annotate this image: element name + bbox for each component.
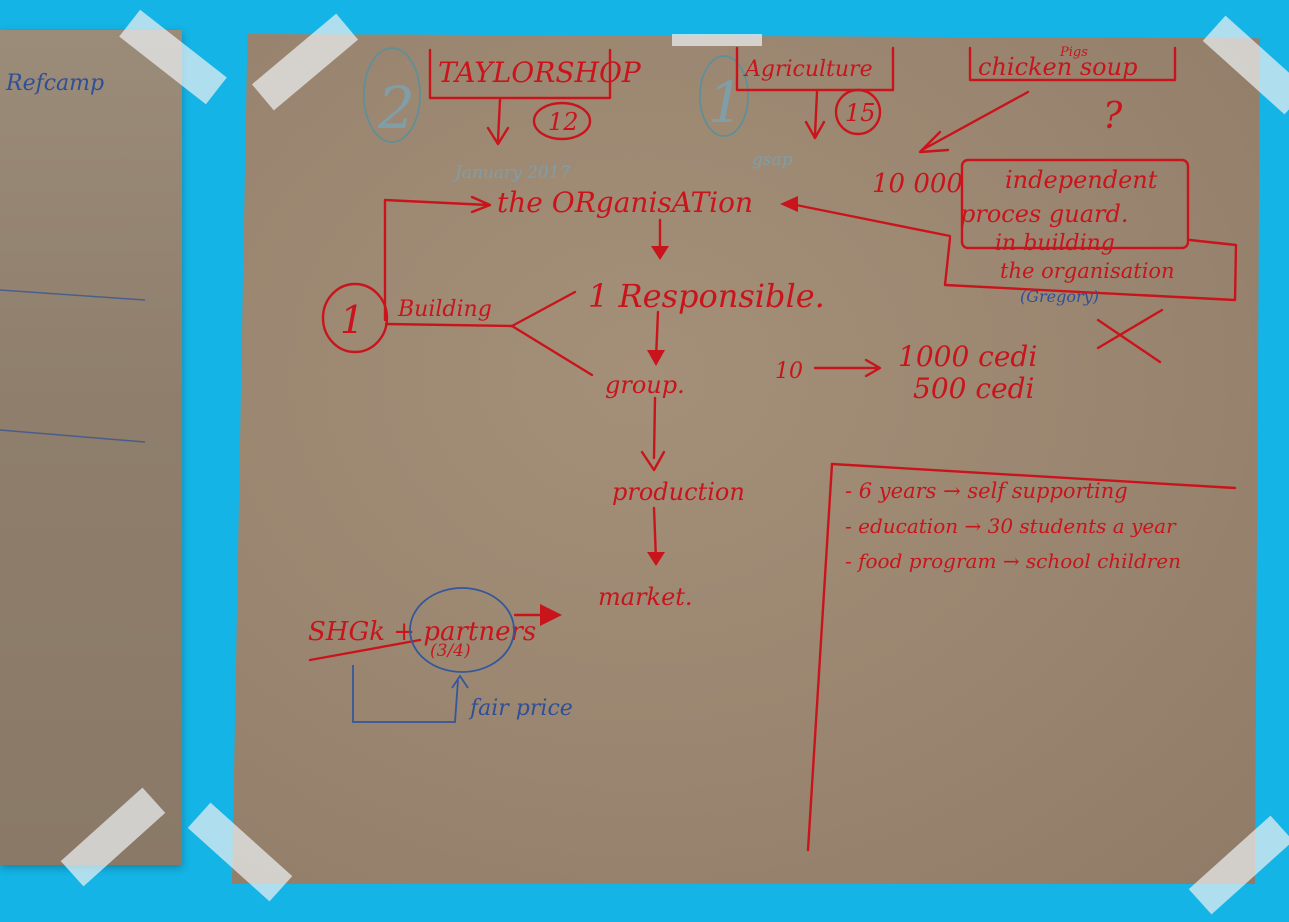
- tailorshop-count: 12: [548, 108, 579, 136]
- note-to-organisation-line: [794, 203, 952, 238]
- production-to-market-arrow: [652, 506, 658, 562]
- note-box-outer: [943, 236, 1238, 302]
- bullet-1: - 6 years → self supporting: [845, 479, 1128, 503]
- cedi-line-1: 1000 cedi: [898, 340, 1037, 373]
- tailorshop-arrow-head: [486, 126, 510, 146]
- bullet-box-top: [830, 462, 1237, 490]
- cross-out-mark-b: [1096, 308, 1164, 350]
- fair-price-arrow-head: [451, 674, 469, 689]
- fair-price-label: fair price: [468, 696, 573, 721]
- production-to-market-arrow-head: [647, 552, 665, 566]
- bullet-3: - food program → school children: [845, 549, 1181, 573]
- building-loop-arrow-head: [470, 195, 492, 214]
- tailorshop-note: January 2017: [452, 163, 571, 183]
- organisation-label: the ORganisATion: [497, 186, 753, 219]
- main-paper-sheet: [232, 34, 1260, 884]
- organisation-arrow-head: [780, 196, 798, 212]
- bullet-2: - education → 30 students a year: [845, 514, 1177, 538]
- left-paper-sheet: Refcamp: [0, 30, 182, 865]
- rank-circle-tailorshop: [363, 47, 421, 143]
- fair-price-bracket: [352, 665, 459, 723]
- tape-main-top-center: [672, 34, 762, 46]
- note-box-inner: [960, 158, 1190, 250]
- note-line-1: independent: [1005, 166, 1158, 194]
- building-to-group-line: [510, 324, 594, 377]
- org-to-responsible-arrow-head: [651, 246, 669, 260]
- shg-to-market-arrow-head: [540, 604, 562, 626]
- chicken-superscript: Pigs: [1059, 45, 1088, 60]
- note-line-4: the organisation: [1000, 259, 1175, 283]
- note-amount: 10 000: [872, 169, 963, 199]
- cedi-line-2: 500 cedi: [913, 372, 1034, 405]
- rank-circle-agriculture: [699, 55, 749, 137]
- left-line-1: [0, 289, 146, 301]
- agriculture-arrow: [813, 90, 819, 137]
- market-label: market.: [598, 583, 693, 611]
- group-to-production-arrow: [652, 396, 657, 460]
- bullet-box-left: [806, 462, 834, 852]
- shg-underline: [308, 638, 422, 662]
- responsible-label: 1 Responsible.: [588, 277, 825, 315]
- rank-agriculture: 1: [708, 71, 744, 136]
- responsible-to-group-arrow-head: [647, 350, 665, 366]
- building-underline: [384, 322, 514, 328]
- chicken-label: chicken soup: [978, 53, 1137, 81]
- left-line-2: [0, 429, 146, 443]
- production-label: production: [612, 478, 745, 506]
- chicken-arrow-head: [918, 130, 950, 154]
- left-sheet-drawing: Refcamp: [0, 71, 146, 443]
- group-to-production-arrow-head: [640, 450, 666, 472]
- note-line-3: in building: [995, 231, 1115, 256]
- cedi-from: 10: [775, 359, 803, 384]
- chicken-arrow: [920, 90, 1030, 152]
- note-line-2: proces guard.: [960, 200, 1128, 228]
- building-to-responsible-line: [510, 290, 577, 328]
- building-rank: 1: [340, 298, 364, 342]
- tailorshop-label: TAYLORSHOP: [438, 56, 642, 89]
- agriculture-count: 15: [845, 99, 876, 127]
- cross-out-mark-a: [1096, 318, 1162, 364]
- building-loop-line: [383, 198, 490, 322]
- agriculture-frame: [735, 46, 895, 92]
- agriculture-label: Agriculture: [743, 57, 873, 82]
- cedi-arrow-head: [864, 358, 882, 378]
- agriculture-arrow-head: [804, 120, 826, 140]
- chicken-question-mark: ?: [1103, 96, 1123, 137]
- group-label: group.: [605, 371, 685, 399]
- building-rank-circle: [321, 282, 389, 354]
- tailorshop-arrow: [496, 98, 502, 142]
- chicken-frame: [968, 46, 1177, 82]
- agriculture-note: gsap: [752, 150, 793, 170]
- shg-label: SHGk + partners: [308, 617, 536, 647]
- building-label: Building: [397, 297, 492, 322]
- agriculture-count-circle: [834, 88, 882, 136]
- left-heading: Refcamp: [5, 71, 104, 96]
- tailorshop-count-circle: [532, 101, 592, 141]
- note-name: (Gregory): [1020, 287, 1099, 306]
- rank-tailorshop: 2: [377, 74, 415, 142]
- tailorshop-frame: [428, 48, 612, 100]
- partners-fraction: (3/4): [430, 641, 471, 661]
- partners-circle: [409, 587, 515, 673]
